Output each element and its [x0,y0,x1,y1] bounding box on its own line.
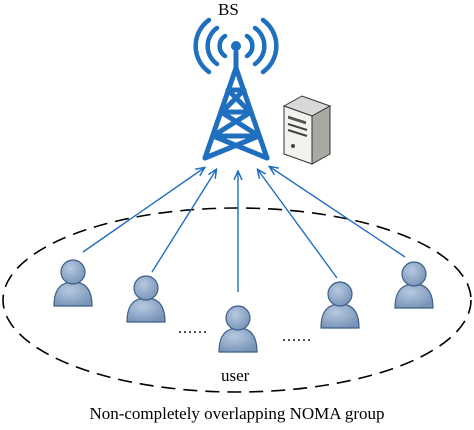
server-icon [282,95,332,165]
base-station-label: BS [218,0,239,19]
user-label: user [221,366,250,385]
tower-icon [202,49,270,161]
ellipsis-left: ...... [178,320,208,337]
figure-caption: Non-completely overlapping NOMA group [89,404,385,423]
user-icon [126,275,166,323]
noma-group-ellipse [2,207,472,393]
signal-waves-icon [193,17,279,75]
ellipsis-right: ...... [282,328,312,345]
user-icon [218,305,258,353]
user-icon [394,261,434,309]
user-icon [320,281,360,329]
uplink-arrows [82,167,406,292]
user-icon [53,259,93,307]
